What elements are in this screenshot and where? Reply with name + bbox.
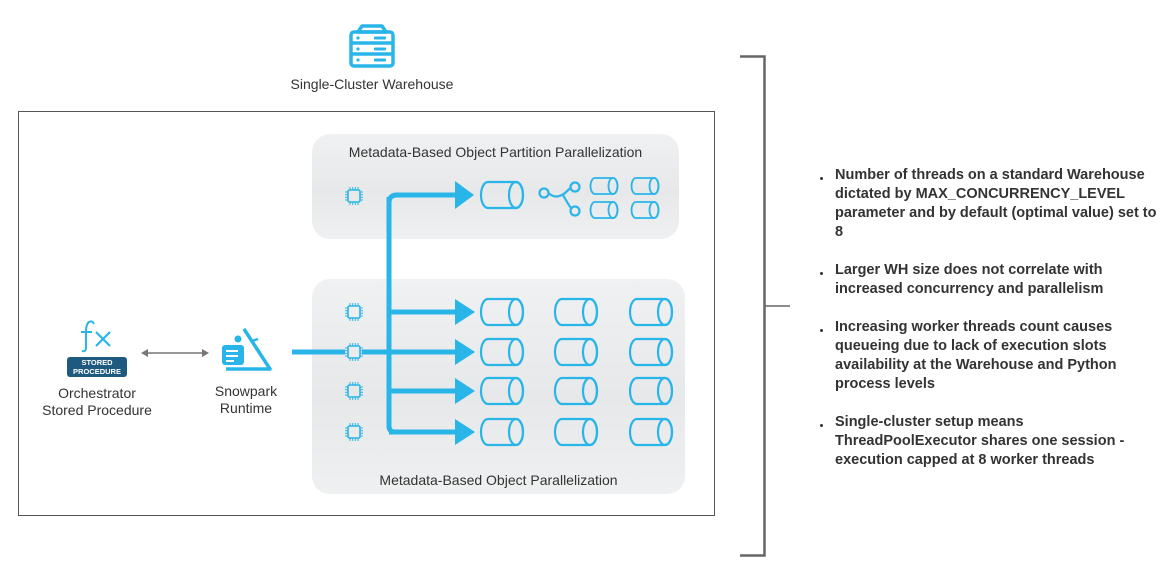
database-cylinder-icon [553,337,599,367]
object-arrowhead [455,339,475,365]
partition-arrowhead [455,181,474,209]
notes-list: Number of threads on a standard Warehous… [818,166,1163,489]
database-cylinder-icon [479,337,525,367]
database-cylinder-icon [628,376,674,406]
runtime-label-line-2: Runtime [219,400,273,416]
orchestrator-label-line-1: Orchestrator [58,385,136,401]
object-arrowhead [455,419,475,445]
cpu-chip-icon [344,186,364,206]
runtime-label-line-1: Snowpark [214,383,278,399]
cpu-chip-icon [344,342,364,362]
database-cylinder-icon [479,376,525,406]
cpu-chip-icon [344,422,364,442]
flow-diagram [292,177,674,447]
partition-cylinder-icon [589,201,619,219]
database-cylinder-icon [628,297,674,327]
database-cylinder-icon [479,180,525,210]
note-item: Increasing worker threads count causes q… [818,318,1163,394]
database-cylinder-icon [553,297,599,327]
bidirectional-arrow-icon [141,346,209,358]
branch-edge-icon [562,194,572,209]
database-cylinder-icon [628,337,674,367]
database-cylinder-icon [553,417,599,447]
snowpark-mountain-icon [218,325,274,373]
cpu-chip-icon [344,381,364,401]
stored-procedure-badge: STORED PROCEDURE [67,357,127,377]
badge-line-1: STORED [81,358,113,367]
branch-node-icon [569,205,581,217]
partition-panel-title: Metadata-Based Object Partition Parallel… [348,144,643,160]
object-arrowhead [455,299,475,325]
bracket [740,55,790,557]
note-item: Single-cluster setup means ThreadPoolExe… [818,413,1163,470]
note-item: Larger WH size does not correlate with i… [818,261,1163,299]
database-cylinder-icon [479,297,525,327]
object-panel-title: Metadata-Based Object Parallelization [379,472,618,488]
note-item: Number of threads on a standard Warehous… [818,166,1163,242]
database-cylinder-icon [628,417,674,447]
database-cylinder-icon [479,417,525,447]
partition-flow-arrow [386,192,455,204]
branch-node-icon [538,187,550,199]
partition-cylinder-icon [589,177,619,195]
orchestrator-label-line-2: Stored Procedure [42,402,152,418]
badge-line-2: PROCEDURE [73,367,121,376]
runtime-label: Snowpark Runtime [196,383,296,417]
branch-edge-icon [547,187,572,198]
partition-cylinder-icon [630,201,660,219]
warehouse-icon [348,22,396,70]
object-arrowhead [455,378,475,404]
orchestrator-label: Orchestrator Stored Procedure [37,385,157,419]
branch-node-icon [569,181,581,193]
function-fx-icon [78,318,118,354]
cpu-chip-icon [344,302,364,322]
object-panel: Metadata-Based Object Parallelization [312,279,685,494]
database-cylinder-icon [553,376,599,406]
warehouse-title: Single-Cluster Warehouse [290,76,454,92]
partition-cylinder-icon [630,177,660,195]
warehouse-box [18,111,715,516]
